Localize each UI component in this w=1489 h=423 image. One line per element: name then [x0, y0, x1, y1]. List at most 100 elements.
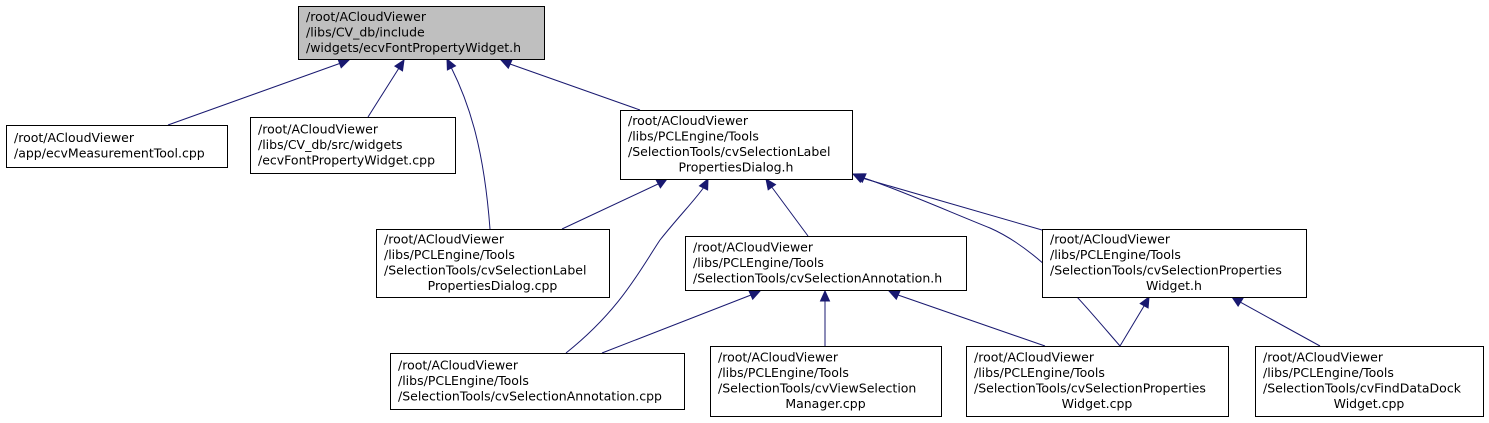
edge-line: [601, 290, 761, 354]
node-label-line: PropertiesDialog.h: [679, 160, 794, 175]
edge-n2-to-n0: [367, 58, 405, 118]
node-label-line: /root/ACloudViewer: [718, 350, 839, 365]
node-label-line: /libs/PCLEngine/Tools: [628, 129, 759, 144]
node-box: [6, 125, 228, 168]
node-label-line: Widget.cpp: [1062, 396, 1133, 411]
edge-n10-to-n6: [1230, 296, 1321, 347]
graph-node-n10[interactable]: /root/ACloudViewer/libs/PCLEngine/Tools/…: [1255, 346, 1484, 417]
node-label-line: /root/ACloudViewer: [258, 121, 379, 136]
arrowhead-icon: [851, 173, 865, 184]
node-label-line: /root/ACloudViewer: [14, 130, 135, 145]
graph-node-n2[interactable]: /root/ACloudViewer/libs/CV_db/src/widget…: [250, 117, 456, 174]
graph-node-n6[interactable]: /root/ACloudViewer/libs/PCLEngine/Tools/…: [1042, 229, 1307, 298]
node-label-line: /SelectionTools/cvSelectionLabel: [628, 144, 830, 159]
node-label-line: /root/ACloudViewer: [974, 350, 1095, 365]
node-label-line: /libs/PCLEngine/Tools: [384, 247, 515, 262]
node-label-line: /root/ACloudViewer: [306, 9, 427, 24]
arrowhead-icon: [446, 57, 457, 71]
edge-n4-to-n3: [561, 178, 669, 230]
node-label-line: /libs/PCLEngine/Tools: [693, 255, 824, 270]
edge-line: [167, 59, 350, 126]
graph-node-n4[interactable]: /root/ACloudViewer/libs/PCLEngine/Tools/…: [376, 229, 610, 298]
nodes-layer: /root/ACloudViewer/libs/CV_db/include/wi…: [6, 6, 1484, 417]
node-label-line: /SelectionTools/cvSelectionProperties: [974, 381, 1206, 396]
node-label-line: /SelectionTools/cvSelectionAnnotation.h: [693, 270, 942, 285]
node-label-line: /ecvFontPropertyWidget.cpp: [258, 152, 435, 167]
arrowhead-icon: [748, 290, 762, 301]
node-label-line: /app/ecvMeasurementTool.cpp: [14, 146, 205, 161]
node-label-line: /root/ACloudViewer: [384, 232, 505, 247]
node-label-line: /SelectionTools/cvSelectionAnnotation.cp…: [398, 388, 662, 403]
node-label-line: /SelectionTools/cvSelectionProperties: [1050, 263, 1282, 278]
edge-line: [446, 58, 491, 230]
arrowhead-icon: [499, 59, 513, 70]
edge-line: [500, 59, 641, 111]
graph-node-n9[interactable]: /root/ACloudViewer/libs/PCLEngine/Tools/…: [966, 346, 1229, 417]
graph-node-n0[interactable]: /root/ACloudViewer/libs/CV_db/include/wi…: [298, 6, 545, 60]
edge-n4-to-n0: [446, 57, 491, 230]
node-label-line: /libs/CV_db/include: [306, 24, 425, 39]
node-label-line: Widget.h: [1146, 278, 1202, 293]
node-label-line: Widget.cpp: [1334, 396, 1405, 411]
edges-layer: [167, 57, 1321, 354]
node-box: [710, 346, 942, 417]
arrowhead-icon: [887, 290, 901, 301]
edge-line: [561, 178, 668, 230]
edge-n5-to-n3: [765, 178, 809, 237]
arrowhead-icon: [698, 177, 709, 191]
node-label-line: /root/ACloudViewer: [1050, 232, 1171, 247]
node-label-line: /root/ACloudViewer: [1263, 350, 1384, 365]
node-label-line: /root/ACloudViewer: [693, 239, 814, 254]
graph-node-n8[interactable]: /root/ACloudViewer/libs/PCLEngine/Tools/…: [710, 346, 942, 417]
edge-line: [888, 290, 1046, 347]
arrowhead-icon: [765, 178, 777, 191]
graph-node-n3[interactable]: /root/ACloudViewer/libs/PCLEngine/Tools/…: [620, 110, 853, 180]
node-label-line: PropertiesDialog.cpp: [428, 278, 558, 293]
edge-n7-to-n3: [565, 177, 709, 354]
node-box: [298, 6, 545, 60]
node-label-line: /root/ACloudViewer: [398, 357, 519, 372]
node-label-line: /widgets/ecvFontPropertyWidget.h: [306, 40, 521, 55]
node-box: [1042, 229, 1307, 298]
edge-line: [854, 173, 1121, 347]
node-box: [685, 236, 967, 291]
edge-n3-to-n0: [499, 59, 641, 111]
edge-n9-to-n5: [887, 290, 1046, 347]
node-box: [966, 346, 1229, 417]
arrowhead-icon: [655, 178, 669, 189]
edge-line: [565, 178, 709, 354]
edge-n7-to-n5: [601, 290, 762, 354]
node-box: [376, 229, 610, 298]
arrowhead-icon: [819, 289, 831, 302]
node-box: [1255, 346, 1484, 417]
edge-line: [1231, 296, 1321, 347]
edge-n9-to-n6: [1119, 295, 1150, 347]
edge-line: [765, 178, 809, 237]
edge-n8-to-n5: [819, 289, 831, 346]
node-label-line: /root/ACloudViewer: [628, 113, 749, 128]
node-label-line: /SelectionTools/cvViewSelection: [718, 381, 916, 396]
arrowhead-icon: [337, 58, 351, 69]
node-label-line: /libs/PCLEngine/Tools: [1050, 247, 1181, 262]
node-label-line: /libs/PCLEngine/Tools: [718, 365, 849, 380]
arrowhead-icon: [1230, 296, 1244, 308]
node-box: [250, 117, 456, 174]
node-label-line: /libs/PCLEngine/Tools: [398, 373, 529, 388]
edge-n6-to-n3: [851, 173, 1050, 233]
node-label-line: /libs/PCLEngine/Tools: [974, 365, 1105, 380]
node-box: [390, 353, 685, 410]
edge-line: [852, 173, 1050, 233]
node-label-line: /SelectionTools/cvSelectionLabel: [384, 263, 586, 278]
edge-n1-to-n0: [167, 58, 351, 126]
node-label-line: /SelectionTools/cvFindDataDock: [1263, 381, 1462, 396]
graph-node-n5[interactable]: /root/ACloudViewer/libs/PCLEngine/Tools/…: [685, 236, 967, 291]
node-label-line: /libs/PCLEngine/Tools: [1263, 365, 1394, 380]
arrowhead-icon: [1139, 295, 1150, 309]
arrowhead-icon: [393, 58, 405, 72]
graph-node-n1[interactable]: /root/ACloudViewer/app/ecvMeasurementToo…: [6, 125, 228, 168]
node-label-line: /libs/CV_db/src/widgets: [258, 137, 403, 152]
graph-node-n7[interactable]: /root/ACloudViewer/libs/PCLEngine/Tools/…: [390, 353, 685, 410]
node-box: [620, 110, 853, 180]
node-label-line: Manager.cpp: [785, 396, 865, 411]
